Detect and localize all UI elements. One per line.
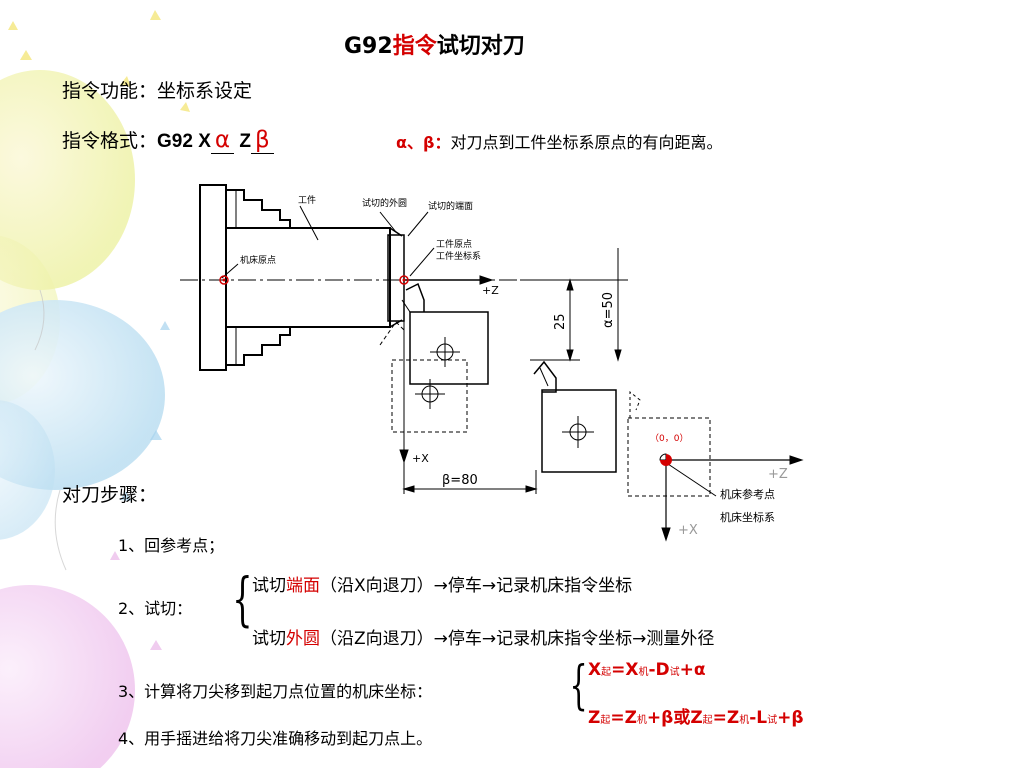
- step-4: 4、用手摇进给将刀尖准确移动到起刀点上。: [118, 729, 433, 748]
- label-ref-coord: （0，0）: [650, 433, 688, 444]
- dim-beta: β=80: [442, 473, 478, 488]
- formula-x-start: X起=X机-D试+α: [588, 660, 706, 680]
- alpha-symbol: α: [210, 127, 235, 154]
- label-outer-cut: 试切的外圆: [362, 197, 407, 209]
- step-3-brace: {: [569, 656, 588, 716]
- label-plus-x2: +X: [678, 523, 698, 538]
- step-1: 1、回参考点；: [118, 536, 225, 555]
- steps-heading: 对刀步骤：: [62, 484, 158, 506]
- label-machine-origin: 机床原点: [240, 254, 276, 266]
- page-title: G92指令试切对刀: [344, 34, 525, 59]
- label-workpiece: 工件: [298, 194, 316, 206]
- step-2-brace: {: [232, 565, 253, 633]
- beta-symbol: β: [250, 127, 274, 154]
- step-2-outer-circle: 试切外圆（沿Z向退刀）→停车→记录机床指令坐标→测量外径: [252, 629, 715, 649]
- step-3: 3、计算将刀尖移到起刀点位置的机床坐标：: [118, 682, 433, 701]
- label-machine-ref: 机床参考点: [720, 487, 775, 501]
- label-work-coord: 工件坐标系: [436, 250, 481, 262]
- label-machine-coord: 机床坐标系: [720, 510, 775, 524]
- dim-25: 25: [553, 313, 568, 330]
- step-2-end-face: 试切端面（沿X向退刀）→停车→记录机床指令坐标: [252, 576, 633, 596]
- instruction-function: 指令功能：坐标系设定: [62, 80, 253, 102]
- formula-z-start: Z起=Z机+β或Z起=Z机-L试+β: [588, 708, 804, 728]
- label-plus-z: +Z: [482, 284, 499, 297]
- step-2: 2、试切：: [118, 599, 193, 618]
- label-end-cut: 试切的端面: [428, 200, 473, 212]
- label-plus-z2: +Z: [768, 467, 788, 482]
- dim-alpha: α=50: [601, 292, 616, 328]
- alpha-beta-description: α、β：对刀点到工件坐标系原点的有向距离。: [396, 133, 723, 152]
- label-plus-x: +X: [412, 452, 429, 465]
- label-work-origin: 工件原点: [436, 238, 472, 250]
